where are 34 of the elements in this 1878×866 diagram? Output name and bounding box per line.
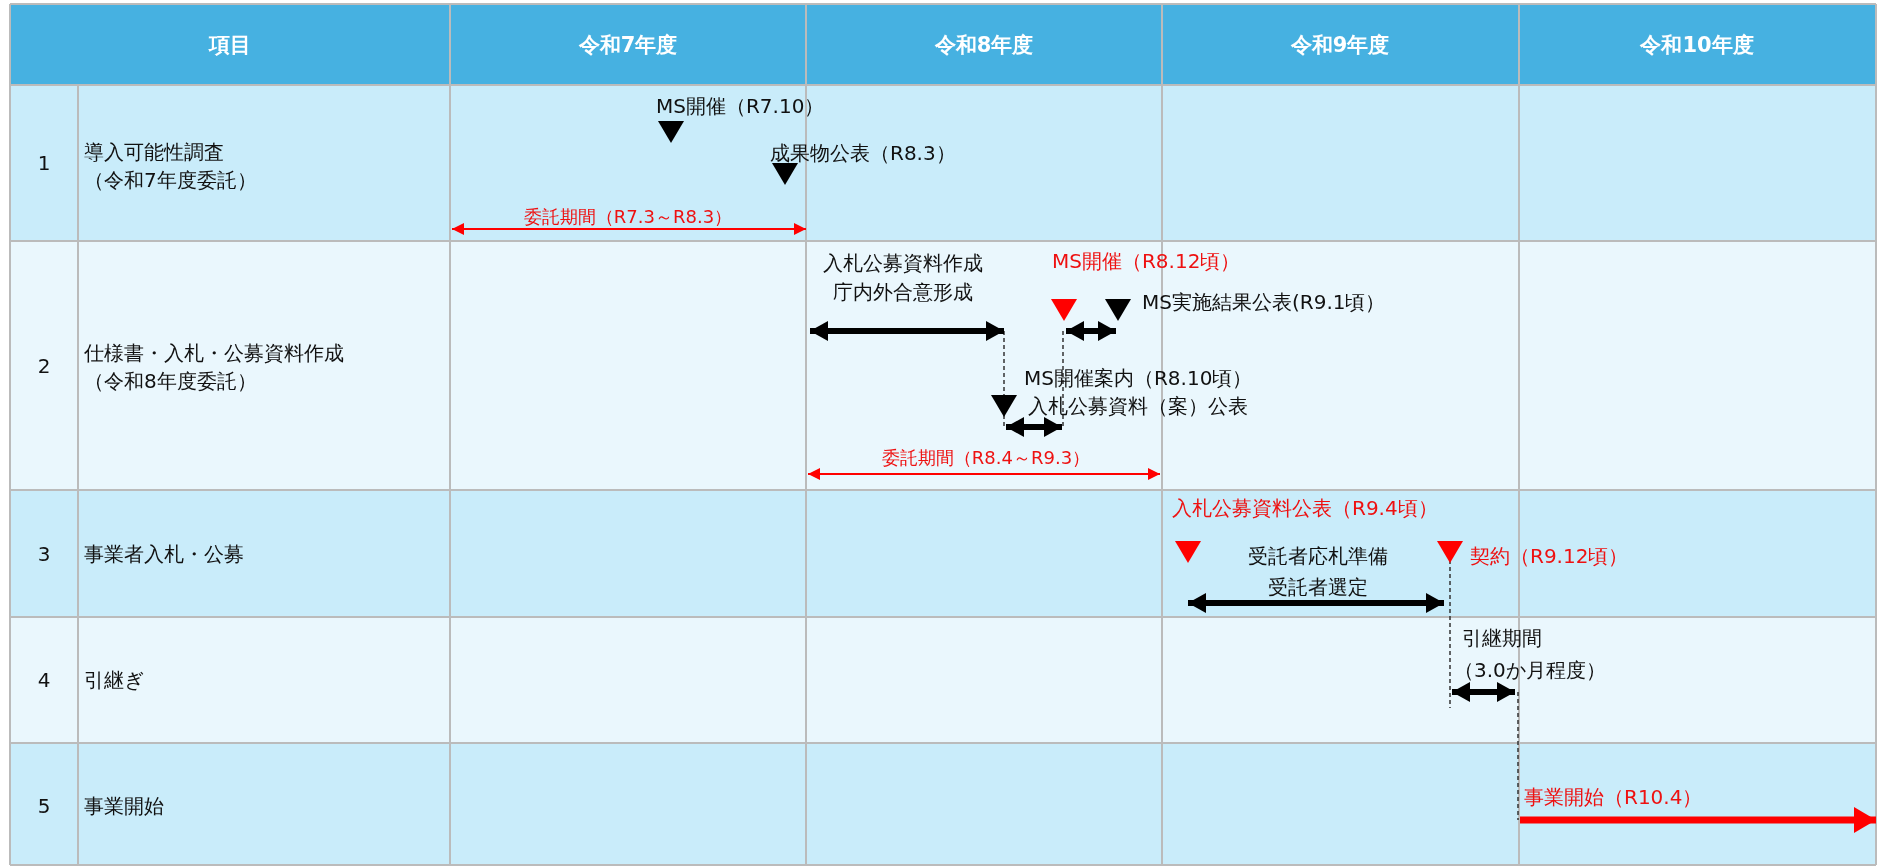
row-number: 4 <box>37 668 51 692</box>
item-label: （令和7年度委託） <box>84 168 257 192</box>
milestone-label: MS開催（R7.10） <box>656 94 825 118</box>
row-number: 2 <box>37 354 51 378</box>
period-label: 引継期間 <box>1462 626 1542 650</box>
column-header: 令和10年度 <box>1640 32 1754 58</box>
task-label: 入札公募資料作成 <box>823 251 983 275</box>
milestone-label: 成果物公表（R8.3） <box>770 141 956 165</box>
period-label: 委託期間（R8.4～R9.3） <box>881 447 1091 469</box>
row-number: 5 <box>37 794 51 818</box>
item-label: 事業者入札・公募 <box>84 542 244 566</box>
item-label: 仕様書・入札・公募資料作成 <box>84 341 344 365</box>
period-label: （3.0か月程度） <box>1454 658 1606 682</box>
item-label: （令和8年度委託） <box>84 369 257 393</box>
milestone-label: 入札公募資料公表（R9.4頃） <box>1172 496 1438 520</box>
row-number: 1 <box>37 151 51 175</box>
milestone-label: MS開催（R8.12頃） <box>1052 249 1241 273</box>
item-label: 引継ぎ <box>84 668 144 692</box>
row-number: 3 <box>37 542 51 566</box>
milestone-label: 入札公募資料（案）公表 <box>1028 394 1248 418</box>
milestone-label: MS開催案内（R8.10頃） <box>1024 366 1253 390</box>
task-label: 受託者選定 <box>1268 575 1368 599</box>
task-label: 庁内外合意形成 <box>833 280 973 304</box>
task-label: 受託者応札準備 <box>1248 544 1388 568</box>
milestone-label: 契約（R9.12頃） <box>1470 544 1629 568</box>
period-label: 委託期間（R7.3～R8.3） <box>523 206 733 228</box>
column-header: 項目 <box>209 32 251 58</box>
column-header: 令和7年度 <box>578 32 678 58</box>
column-header: 令和9年度 <box>1290 32 1390 58</box>
column-header: 令和8年度 <box>934 32 1034 58</box>
milestone-label: MS実施結果公表(R9.1頃） <box>1142 290 1386 314</box>
item-label: 事業開始 <box>84 794 164 818</box>
item-label: 導入可能性調査 <box>84 140 224 164</box>
milestone-label: 事業開始（R10.4） <box>1524 785 1703 809</box>
